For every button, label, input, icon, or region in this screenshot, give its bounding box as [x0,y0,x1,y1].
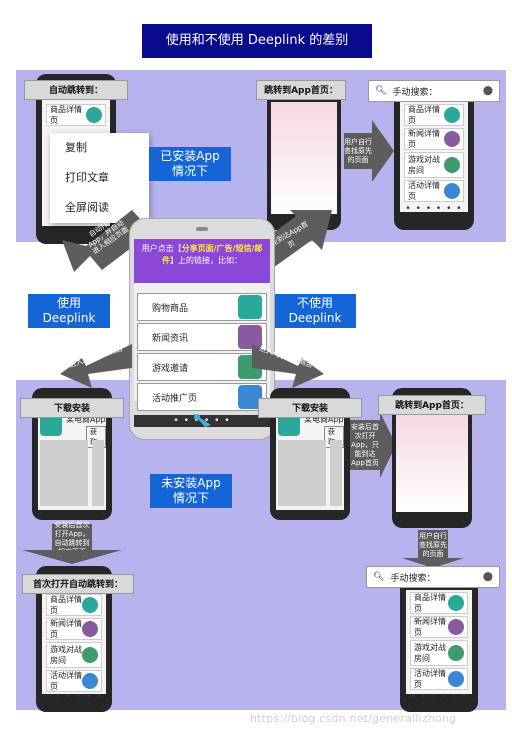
news-icon [238,325,262,349]
center-item-shopping[interactable]: 购物商品 [137,293,267,321]
list-item: 商品详情页 [46,594,102,616]
arrow-head-right [380,412,396,478]
download-label-right: 下载安装 [258,398,362,418]
list-item: 游戏对战房间 [46,642,102,668]
center-item-game[interactable]: 游戏邀请 [137,353,267,381]
cart-icon [444,107,460,123]
app-icon [278,414,300,436]
center-item-activity[interactable]: 活动推广页 [137,383,267,411]
download-label-left: 下载安装 [20,398,124,418]
app-home-screenshot [396,414,468,512]
news-icon [448,619,464,635]
arrow-top-right [256,210,332,270]
arrow-head-down [22,550,122,564]
gamepad-icon [448,645,464,661]
phone-download-right: 某电商App 获取 [270,388,350,520]
mic-icon: ⬤ [482,572,493,582]
activity-icon [82,673,98,689]
list-item: 商品详情页 [46,104,106,126]
diagram-title: 使用和不使用 Deeplink 的差别 [142,24,372,58]
cart-icon [448,595,464,611]
first-open-label: 首次打开自动跳转到： [22,574,134,594]
context-menu[interactable]: 复制 打印文章 全屏阅读 [50,133,149,223]
speaker [196,227,208,231]
hand-tap-icon [187,411,217,429]
no-deeplink-label: 不使用 Deeplink [274,294,356,328]
activity-icon [444,183,460,199]
list-item: 商品详情页 [404,104,464,126]
gamepad-icon [444,157,460,173]
list-item: 活动详情页 [404,180,464,202]
screenshot-preview [40,440,88,506]
activity-icon [448,671,464,687]
arrow-user-search-bottom: 用户自行查找原先的页面 [418,530,448,560]
phone-search-top: 商品详情页 新闻详情页 游戏对战房间 活动详情页 • • • • • • [394,80,474,230]
search-icon: 🔍︎ [373,572,385,582]
menu-item-copy[interactable]: 复制 [65,141,87,154]
list-item: 新闻详情页 [404,128,464,150]
arrow-user-search-top: 用户自行查找原先的页面 [344,133,372,169]
cart-icon [238,295,262,319]
menu-item-fullscreen[interactable]: 全屏阅读 [65,201,109,214]
use-deeplink-label: 使用 Deeplink [28,294,110,328]
installed-label: 已安装App 情况下 [149,147,231,181]
phone-home-top [267,80,341,230]
gamepad-icon [82,647,98,663]
arrow-install-home: 安装后首次打开App，只能到达App首页 [350,420,380,470]
news-icon [444,131,460,147]
search-bar-top[interactable]: 🔍︎ 手动搜索： ⬤ [368,80,500,102]
screenshot-preview [92,440,104,506]
not-installed-label: 未安装App 情况下 [150,474,232,508]
search-icon: 🔍︎ [375,86,387,96]
list-item: 游戏对战房间 [404,152,464,178]
center-phone: 用户点击【分享页面/广告/短信/邮件】上的链接，比如： 购物商品 新闻资讯 游戏… [129,218,275,440]
list-item: 商品详情页 [410,592,468,614]
screenshot-preview [278,440,326,506]
list-item: 活动详情页 [410,668,468,690]
app-icon [40,414,62,436]
arrow-mid-right [252,344,324,388]
arrow-head-right [372,120,394,182]
app-home-screenshot [271,102,337,214]
cart-icon [86,107,102,123]
phone-first-open: 商品详情页 新闻详情页 游戏对战房间 活动详情页 • • • • • • [36,566,112,712]
arrow-head-down [402,558,464,568]
center-item-news[interactable]: 新闻资讯 [137,323,267,351]
home-label-top: 跳转到App首页： [256,80,346,100]
list-item: 活动详情页 [46,670,102,692]
arrow-mid-left [60,344,132,388]
mic-icon: ⬤ [482,86,493,96]
news-icon [82,621,98,637]
watermark: https://blog.csdn.net/generallizhong [250,712,457,725]
search-bar-bottom[interactable]: 🔍︎ 手动搜索： ⬤ [366,566,500,588]
phone-search-bottom: 商品详情页 新闻详情页 游戏对战房间 活动详情页 • • • • • • [400,566,478,712]
auto-jump-label: 自动跳转到： [24,80,128,100]
menu-item-print[interactable]: 打印文章 [65,171,109,184]
center-header: 用户点击【分享页面/广告/短信/邮件】上的链接，比如： [134,239,270,283]
list-item: 新闻详情页 [410,616,468,638]
cart-icon [82,597,98,613]
list-item: 游戏对战房间 [410,640,468,666]
screenshot-preview [330,440,342,506]
list-item: 新闻详情页 [46,618,102,640]
home-label-bottom: 跳转到App首页： [378,395,486,415]
arrow-top-left [62,210,152,272]
